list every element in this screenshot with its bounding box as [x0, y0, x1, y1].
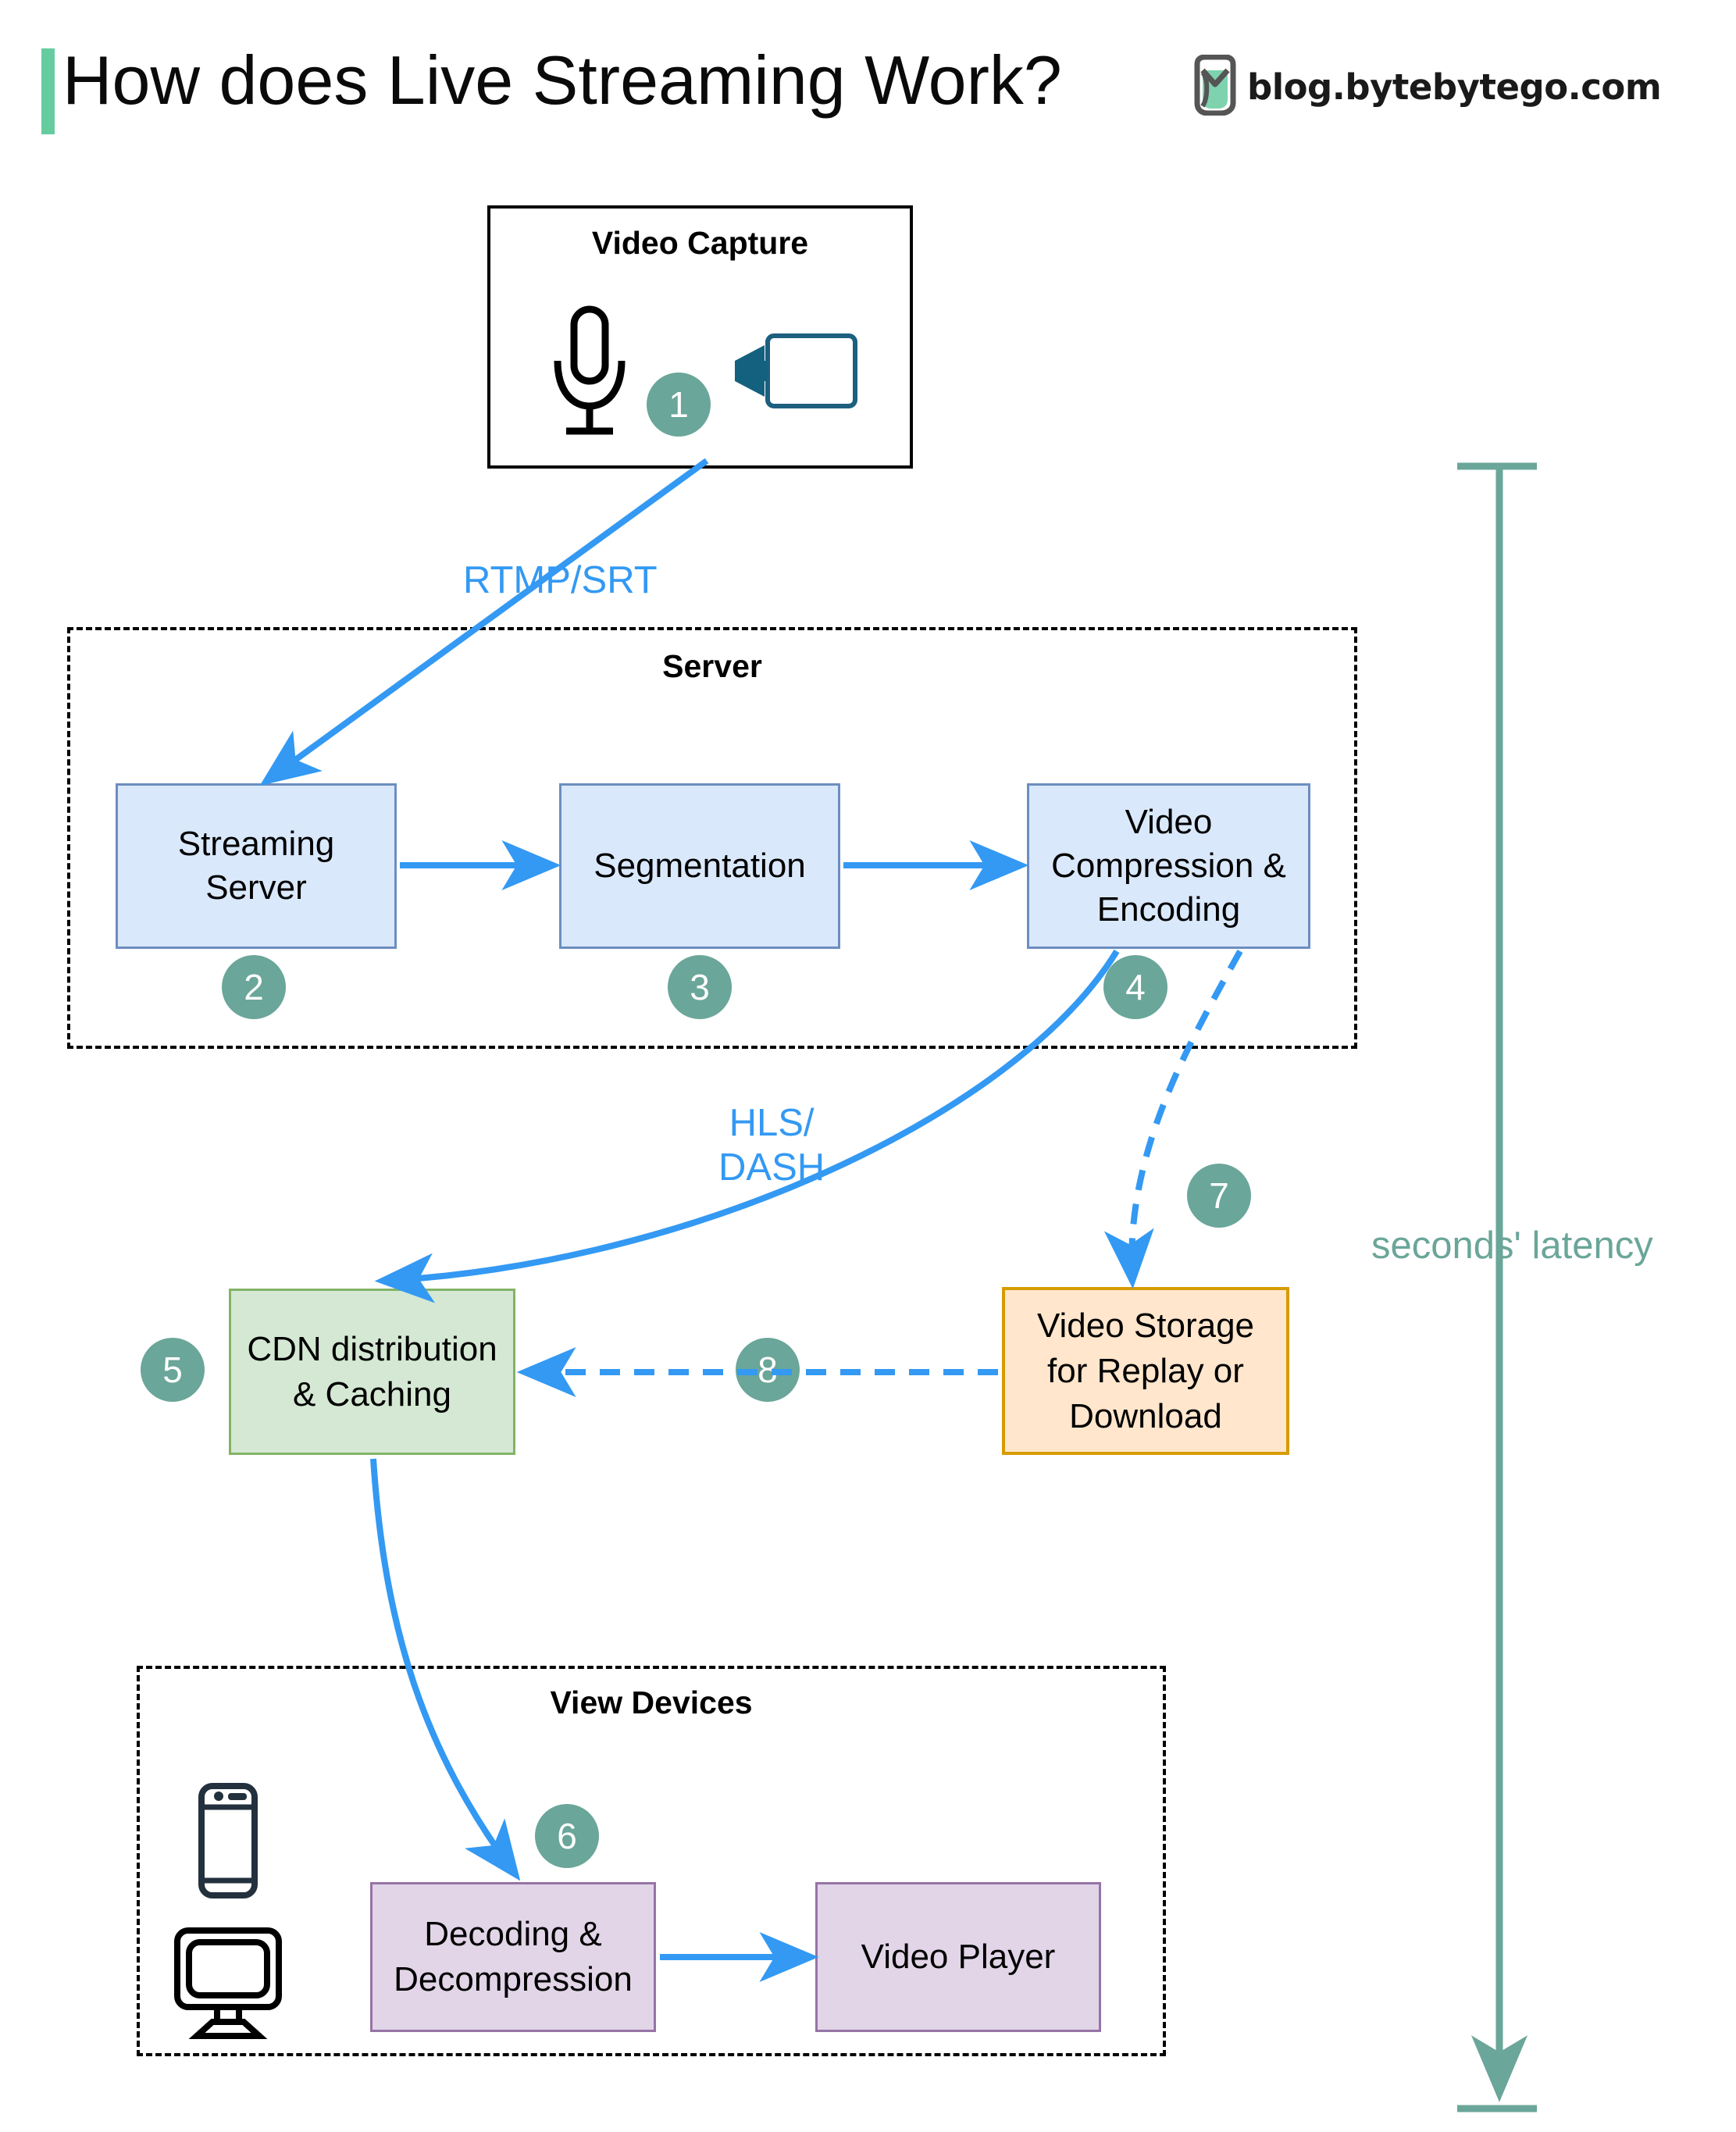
bytebytego-logo-icon	[1191, 54, 1239, 119]
node-video-player[interactable]: Video Player	[815, 1882, 1101, 2032]
badge-5: 5	[141, 1338, 205, 1402]
badge-4: 4	[1103, 955, 1167, 1019]
node-decoding[interactable]: Decoding &Decompression	[370, 1882, 656, 2032]
brand-text: blog.bytebytego.com	[1247, 66, 1662, 108]
group-view-devices	[137, 1666, 1166, 2056]
badge-1: 1	[647, 373, 711, 437]
desktop-monitor-icon	[173, 1927, 283, 2044]
title-accent-bar	[41, 48, 55, 134]
group-video-capture-title: Video Capture	[591, 225, 809, 261]
microphone-icon	[547, 305, 633, 445]
badge-7: 7	[1187, 1164, 1251, 1228]
brand-watermark: blog.bytebytego.com	[1191, 54, 1662, 119]
edge-label-hls-dash: HLS/DASH	[718, 1102, 825, 1189]
group-view-devices-title: View Devices	[550, 1685, 753, 1720]
group-server-title: Server	[662, 648, 762, 684]
node-video-player-label: Video Player	[861, 1938, 1056, 1976]
video-camera-icon	[722, 328, 859, 418]
page-title: How does Live Streaming Work?	[62, 41, 1062, 119]
latency-label: seconds' latency	[1371, 1225, 1653, 1267]
node-cdn-distribution[interactable]: CDN distribution& Caching	[229, 1289, 515, 1455]
badge-8: 8	[736, 1338, 800, 1402]
node-segmentation[interactable]: Segmentation	[559, 783, 840, 949]
node-cdn-distribution-label: CDN distribution& Caching	[247, 1329, 497, 1414]
badge-3: 3	[668, 955, 732, 1019]
smartphone-icon	[197, 1782, 259, 1903]
node-segmentation-label: Segmentation	[594, 847, 806, 885]
edge-label-rtmp-srt: RTMP/SRT	[463, 559, 658, 601]
badge-6: 6	[535, 1804, 599, 1868]
badge-2: 2	[222, 955, 286, 1019]
node-decoding-label: Decoding &Decompression	[394, 1915, 633, 1998]
